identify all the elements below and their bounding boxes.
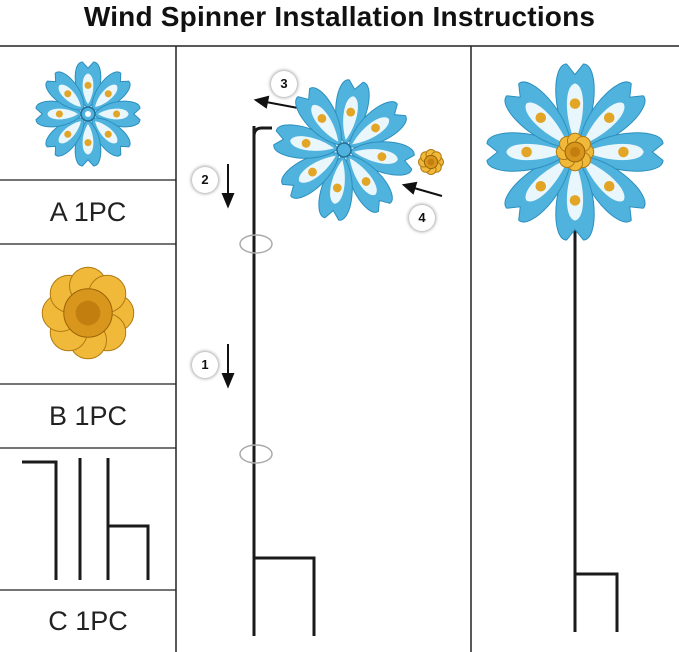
part-b-cap-image	[41, 266, 135, 360]
connector-ring-top	[239, 234, 273, 254]
step-badge-2: 2	[192, 167, 218, 193]
finished-spinner-head	[486, 63, 664, 241]
part-b-label: B 1PC	[48, 401, 128, 431]
stake-bent-top	[252, 126, 272, 137]
part-a-label: A 1PC	[49, 197, 127, 227]
part-a-spinner-image	[35, 61, 141, 167]
part-c-stake-pieces	[22, 458, 150, 580]
arrow-step-3	[253, 95, 299, 109]
assembly-cap	[418, 149, 444, 175]
page-title: Wind Spinner Installation Instructions	[83, 1, 596, 32]
arrow-step-4	[401, 181, 443, 197]
finished-spinner-diagram	[486, 63, 664, 632]
arrow-step-1	[221, 344, 235, 389]
finished-stake-leg	[575, 572, 619, 632]
arrow-step-2	[221, 164, 235, 209]
part-c-label: C 1PC	[48, 606, 128, 636]
assembly-spinner	[273, 79, 415, 221]
step-badge-1: 1	[192, 352, 218, 378]
step-badge-4: 4	[409, 205, 435, 231]
stake-leg	[254, 556, 316, 636]
connector-ring-bottom	[239, 444, 273, 464]
step-badge-3: 3	[271, 71, 297, 97]
assembly-diagram	[221, 79, 444, 636]
